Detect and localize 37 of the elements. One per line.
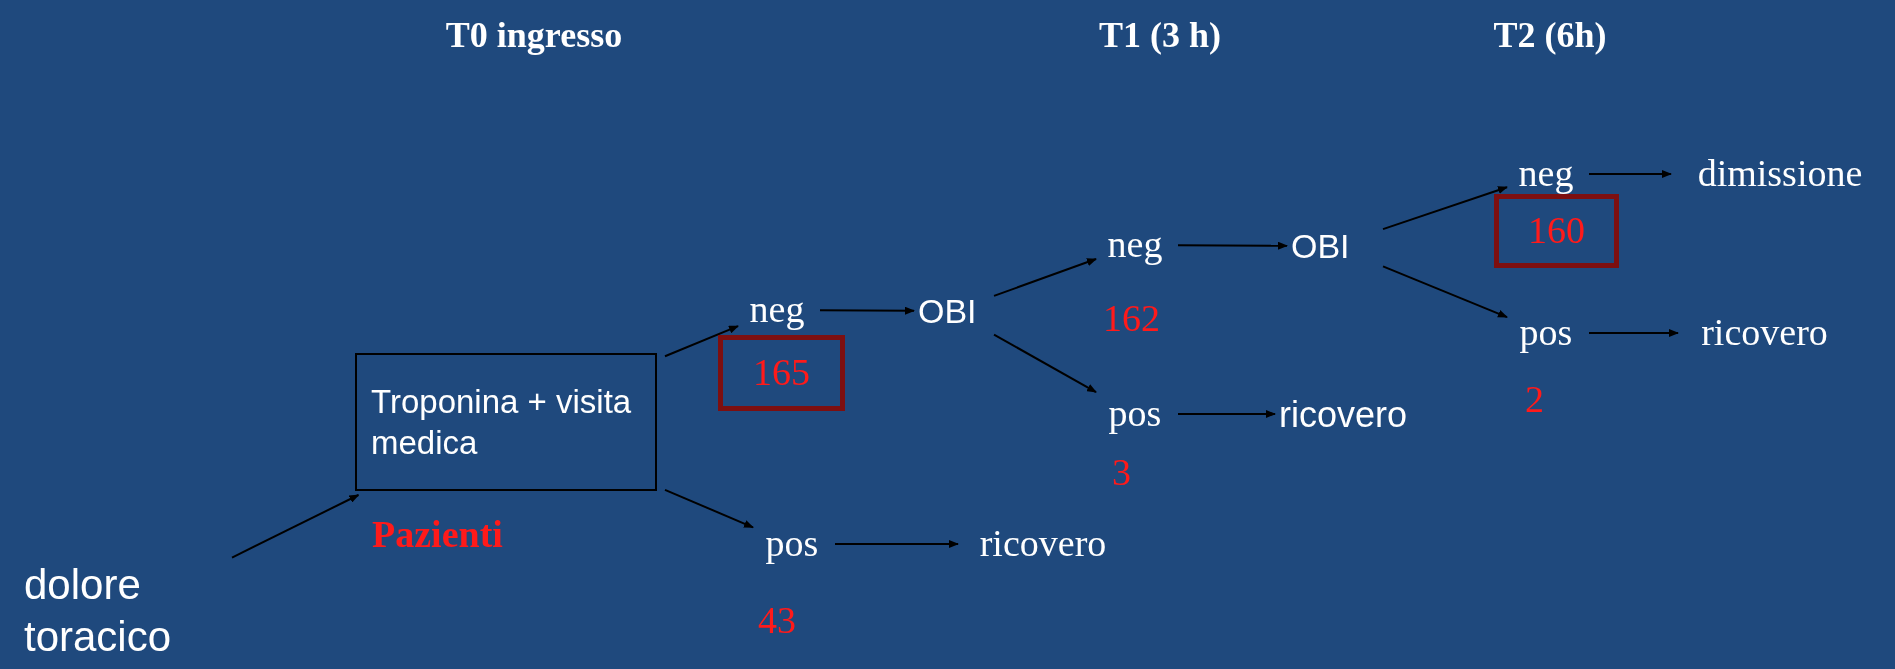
patient-count: 43: [758, 598, 796, 643]
arrow: [993, 258, 1097, 297]
step-label: neg: [1511, 155, 1581, 193]
process-box: Troponina + visita medica: [355, 353, 657, 491]
count-highlight-box: 165: [718, 335, 845, 411]
step-label: neg: [1100, 224, 1170, 266]
arrow: [834, 540, 959, 548]
step-label: dolore toracico: [24, 556, 224, 666]
step-label: ricovero: [962, 522, 1124, 566]
step-label: ricovero: [1279, 393, 1438, 435]
step-label: ricovero: [1682, 312, 1847, 354]
step-label: OBI: [918, 292, 986, 330]
count-highlight-box: 160: [1494, 194, 1619, 268]
step-label: neg: [742, 290, 812, 330]
column-header: T0 ingresso: [445, 14, 623, 56]
arrow: [1588, 170, 1672, 178]
arrow: [1382, 265, 1508, 319]
patient-count: 3: [1112, 450, 1131, 495]
step-label: pos: [1100, 393, 1170, 435]
arrow: [993, 333, 1097, 394]
arrow: [1177, 410, 1276, 418]
step-label: OBI: [1291, 226, 1375, 266]
arrow: [1177, 241, 1288, 250]
arrow: [231, 494, 360, 559]
arrow: [1588, 329, 1679, 337]
patient-count: 162: [1103, 296, 1160, 341]
arrow: [819, 306, 915, 315]
arrow: [664, 325, 739, 358]
step-label: pos: [1511, 312, 1581, 354]
column-header: T1 (3 h): [1099, 14, 1221, 56]
group-caption: Pazienti: [372, 512, 503, 557]
arrow: [664, 488, 754, 529]
patient-count: 2: [1525, 377, 1544, 422]
arrow: [1382, 186, 1508, 231]
step-label: dimissione: [1675, 153, 1885, 195]
column-header: T2 (6h): [1493, 14, 1607, 56]
step-label: pos: [757, 522, 827, 566]
